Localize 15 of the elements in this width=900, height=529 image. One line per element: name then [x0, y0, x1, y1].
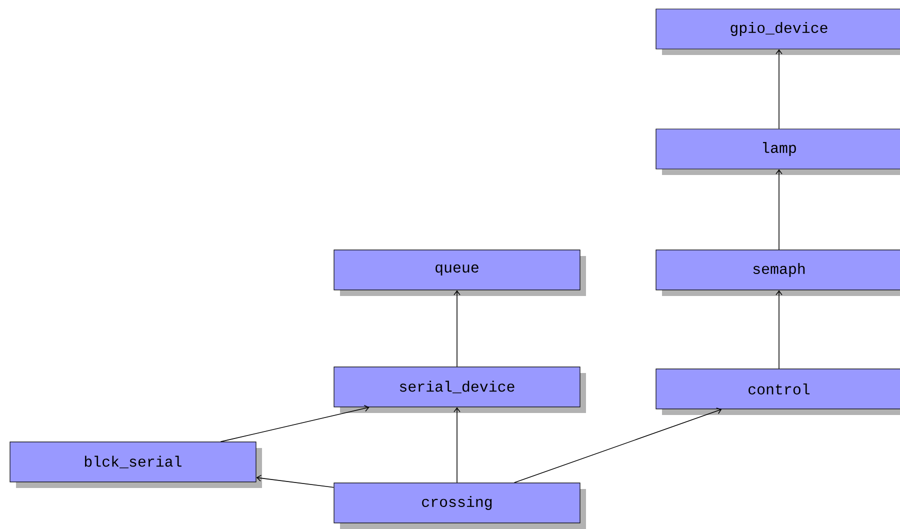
arrow: [776, 49, 782, 130]
arrow: [514, 408, 722, 484]
class-box: semaph: [656, 250, 900, 296]
class-box: blck_serial: [10, 442, 262, 488]
arrow: [454, 407, 460, 484]
class-box: serial_device: [334, 366, 586, 413]
class-box: queue: [334, 250, 586, 296]
class-box: crossing: [334, 482, 586, 529]
class-box: gpio_device: [656, 8, 900, 55]
class-box: control: [656, 368, 900, 415]
arrow: [776, 290, 782, 370]
arrow: [256, 474, 334, 488]
class-box: lamp: [656, 128, 900, 175]
arrow: [776, 169, 782, 250]
arrow: [454, 290, 460, 368]
